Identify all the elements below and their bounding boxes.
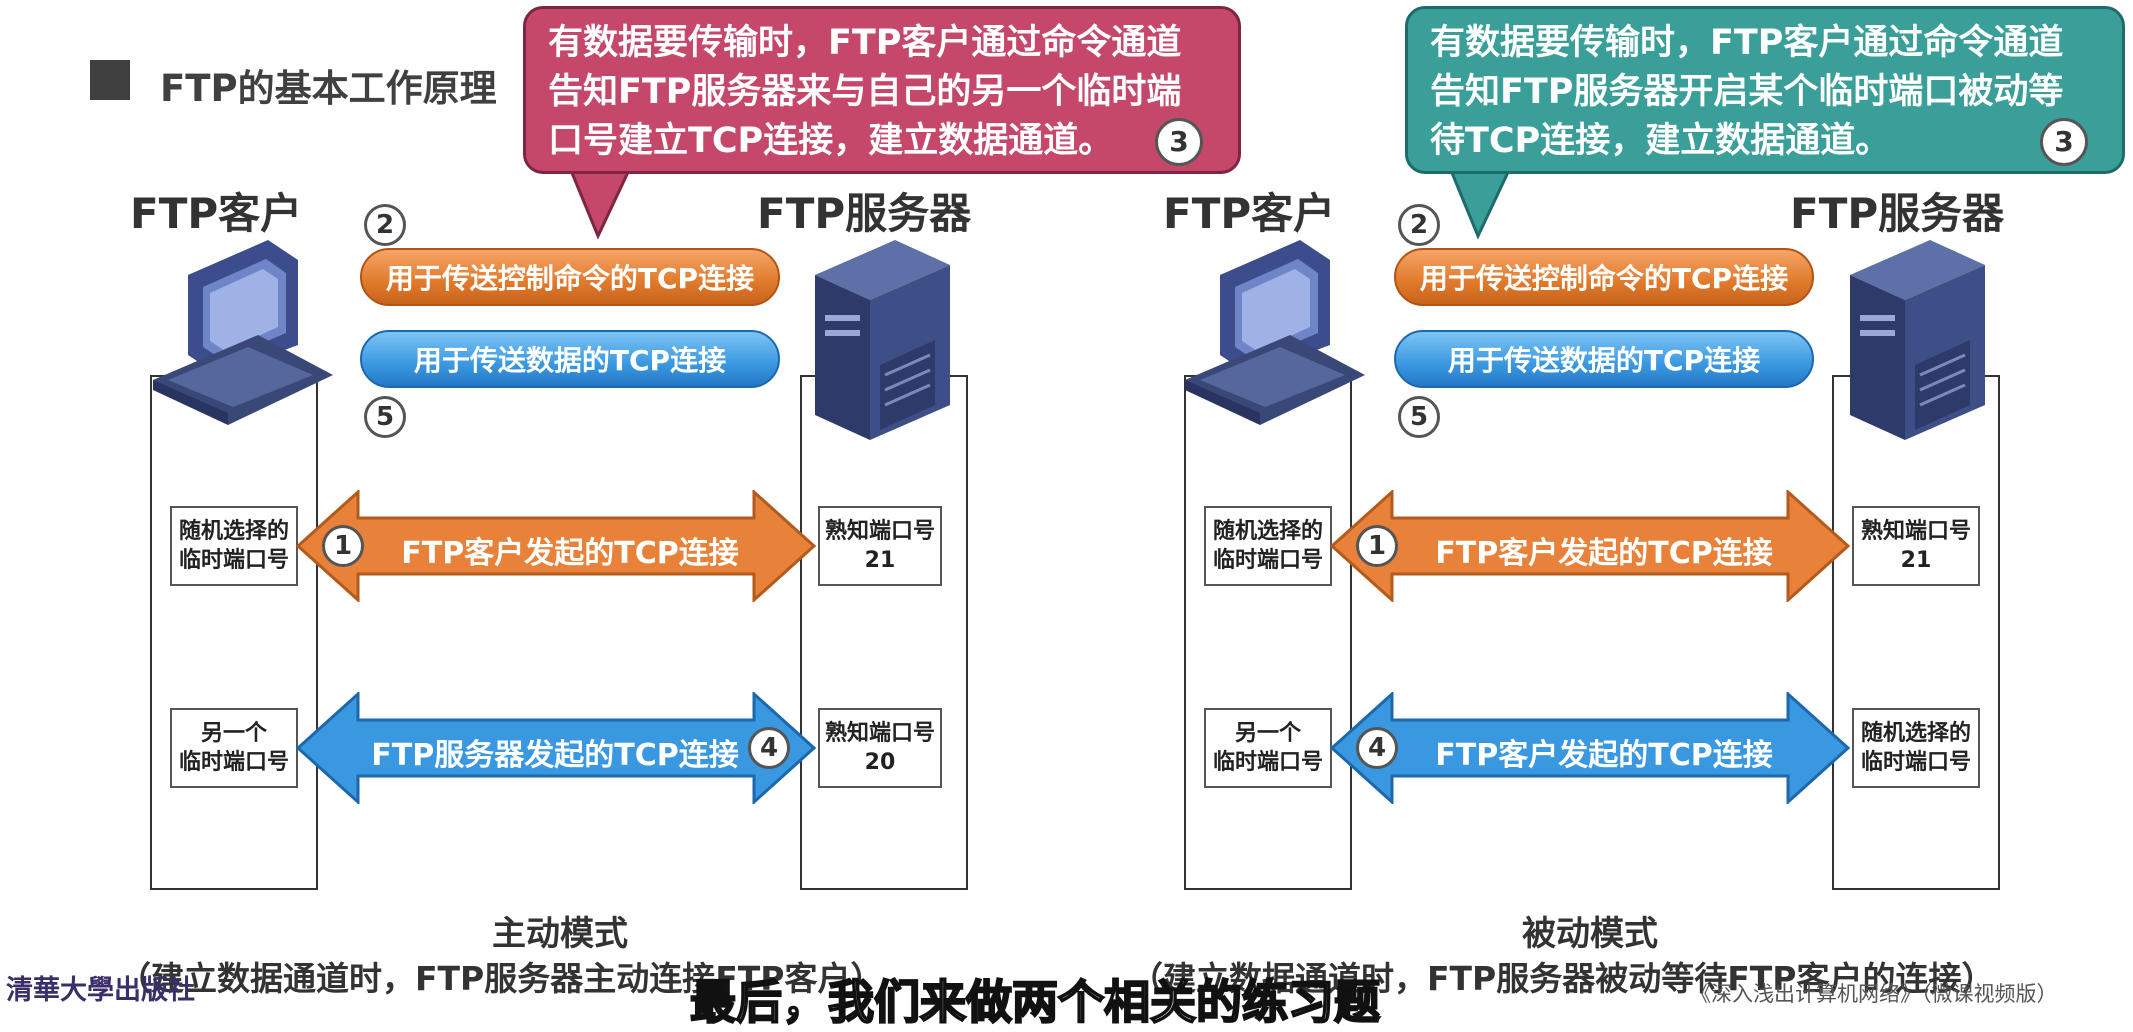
client-random-port-box: 随机选择的 临时端口号 (170, 506, 298, 586)
callout-line: 告知FTP服务器来与自己的另一个临时端 (548, 72, 1182, 112)
section-bullet (90, 60, 130, 100)
client-other-port-box: 另一个 临时端口号 (170, 708, 298, 788)
server-port-21-box: 熟知端口号 21 (1852, 506, 1980, 586)
server-lifeline (800, 375, 968, 890)
mode-title: 主动模式 (492, 914, 628, 954)
client-computer-icon (1185, 240, 1365, 425)
client-label: FTP客户 (1163, 189, 1336, 238)
server-port-21-box: 熟知端口号 21 (818, 506, 942, 586)
arrow2-label: FTP服务器发起的TCP连接 (371, 738, 739, 773)
book-title: 《深入浅出计算机网络》（微课视频版） (1690, 982, 2058, 1006)
server-port-20-box: 熟知端口号 20 (818, 708, 942, 788)
step-badge-5: 5 (364, 396, 406, 438)
client-label: FTP客户 (130, 189, 303, 238)
arrow1-label: FTP客户发起的TCP连接 (401, 536, 739, 571)
step-badge-2: 2 (364, 204, 406, 246)
data-connection-pipe: 用于传送数据的TCP连接 (360, 330, 780, 388)
server-random-port-box: 随机选择的 临时端口号 (1852, 708, 1980, 788)
callout-line: 待TCP连接，建立数据通道。 (1430, 121, 1891, 161)
client-lifeline (1184, 375, 1352, 890)
callout-pointer (1448, 168, 1512, 240)
client-initiated-arrow (1330, 490, 1850, 602)
server-label: FTP服务器 (1790, 189, 2005, 238)
step-badge-1: 1 (322, 525, 364, 567)
step-badge-3: 3 (2040, 118, 2088, 166)
callout-line: 有数据要传输时，FTP客户通过命令通道 (548, 23, 1182, 63)
mode-description: （建立数据通道时，FTP服务器被动等待FTP客户的连接） (1130, 959, 1995, 998)
step-badge-2: 2 (1398, 204, 1440, 246)
callout-line: 有数据要传输时，FTP客户通过命令通道 (1430, 23, 2064, 63)
client-computer-icon (153, 240, 333, 425)
callout-line: 口号建立TCP连接，建立数据通道。 (548, 121, 1114, 161)
step-badge-4: 4 (748, 727, 790, 769)
client-other-port-box: 另一个 临时端口号 (1204, 708, 1332, 788)
arrow2-label: FTP客户发起的TCP连接 (1435, 738, 1773, 773)
section-title: FTP的基本工作原理 (160, 67, 497, 110)
step-badge-3: 3 (1155, 118, 1203, 166)
callout-line: 告知FTP服务器开启某个临时端口被动等 (1430, 72, 2064, 112)
client-random-port-box: 随机选择的 临时端口号 (1204, 506, 1332, 586)
video-subtitle: 最后，我们来做两个相关的练习题 (689, 974, 1381, 1030)
client-initiated-arrow (296, 490, 816, 602)
data-connection-pipe: 用于传送数据的TCP连接 (1394, 330, 1814, 388)
control-connection-pipe: 用于传送控制命令的TCP连接 (360, 248, 780, 306)
passive-mode-callout: 有数据要传输时，FTP客户通过命令通道 告知FTP服务器开启某个临时端口被动等 … (1405, 6, 2125, 174)
server-label: FTP服务器 (757, 189, 972, 238)
publisher-logo: 清華大學出版社 (6, 975, 195, 1006)
step-badge-1: 1 (1356, 525, 1398, 567)
control-connection-pipe: 用于传送控制命令的TCP连接 (1394, 248, 1814, 306)
server-initiated-arrow (296, 692, 816, 804)
step-badge-5: 5 (1398, 396, 1440, 438)
server-tower-icon (1850, 240, 1985, 440)
active-mode-callout: 有数据要传输时，FTP客户通过命令通道 告知FTP服务器来与自己的另一个临时端 … (523, 6, 1241, 174)
client-initiated-data-arrow (1330, 692, 1850, 804)
mode-title: 被动模式 (1522, 914, 1658, 954)
arrow1-label: FTP客户发起的TCP连接 (1435, 536, 1773, 571)
step-badge-4: 4 (1356, 727, 1398, 769)
server-lifeline (1832, 375, 2000, 890)
client-lifeline (150, 375, 318, 890)
callout-pointer (568, 168, 632, 240)
mode-description: （建立数据通道时，FTP服务器主动连接FTP客户） (118, 959, 884, 998)
server-tower-icon (815, 240, 950, 440)
